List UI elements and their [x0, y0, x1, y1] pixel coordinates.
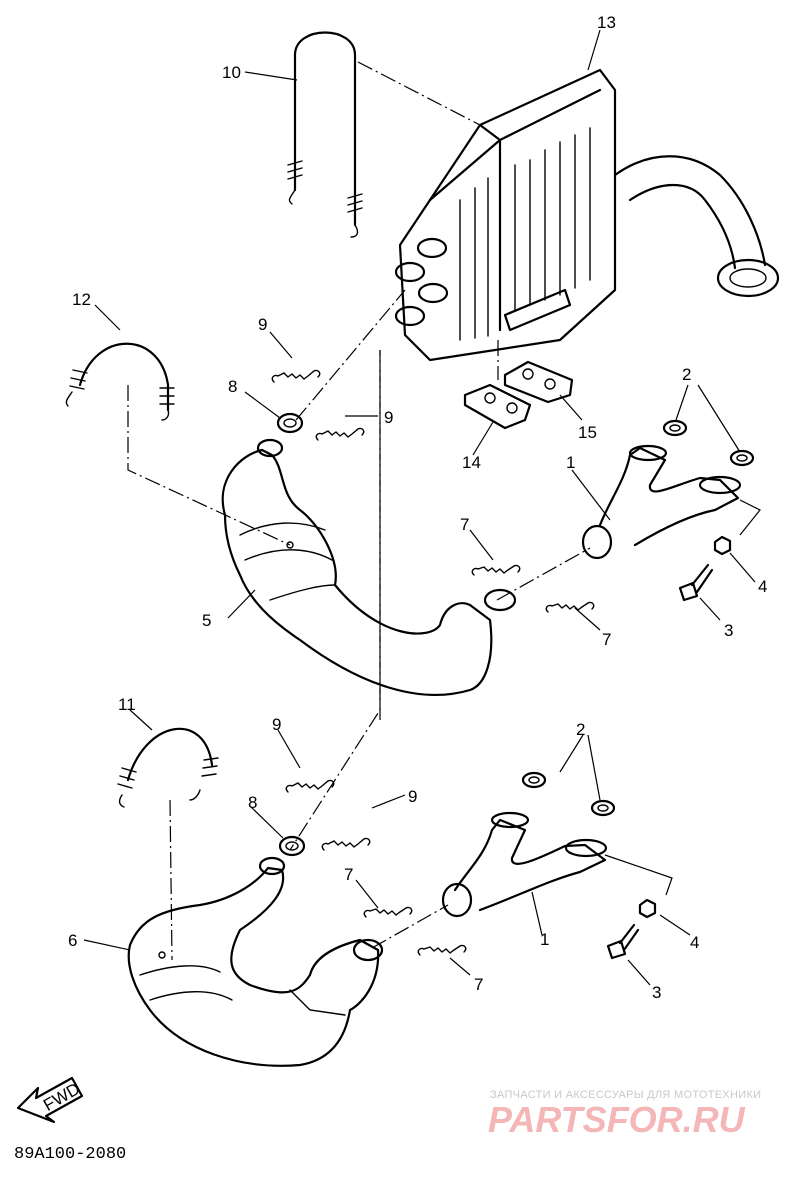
diagram-code: 89A100-2080 — [14, 1145, 126, 1164]
spring-part-7 — [363, 564, 595, 956]
exhaust-header-part-1-lower — [441, 811, 608, 918]
watermark-caption: ЗАПЧАСТИ И АКСЕССУАРЫ ДЛЯ МОТОТЕХНИКИ — [490, 1089, 761, 1101]
callout-9a: 9 — [258, 315, 267, 334]
callout-7d: 7 — [474, 975, 483, 994]
gasket-part-2-upper — [662, 419, 755, 467]
callout-7a: 7 — [460, 515, 469, 534]
callout-3b: 3 — [652, 983, 661, 1002]
assembly-lines — [127, 61, 591, 961]
callout-9c: 9 — [272, 715, 281, 734]
fwd-arrow: FWD — [16, 1076, 83, 1124]
watermark: ЗАПЧАСТИ И АКСЕССУАРЫ ДЛЯ МОТОТЕХНИКИ PA… — [488, 1089, 761, 1140]
callout-3a: 3 — [724, 621, 733, 640]
callout-13: 13 — [597, 13, 616, 32]
callout-15: 15 — [578, 423, 597, 442]
callout-10: 10 — [222, 63, 241, 82]
spring-part-12 — [65, 342, 175, 421]
nut-part-4-lower — [638, 898, 657, 919]
callout-7b: 7 — [602, 630, 611, 649]
bolt-part-3-upper — [678, 563, 714, 602]
exhaust-header-part-1-upper — [581, 444, 742, 560]
spring-part-10 — [287, 31, 363, 238]
callout-8a: 8 — [228, 377, 237, 396]
exhaust-pipe-part-6 — [127, 856, 384, 1067]
bracket-part-15 — [503, 360, 574, 404]
callout-2a: 2 — [682, 365, 691, 384]
callout-11: 11 — [118, 695, 136, 714]
bracket-part-14 — [463, 383, 532, 430]
callout-4a: 4 — [758, 577, 767, 596]
bolt-part-3-lower — [606, 923, 640, 960]
exhaust-pipe-part-5 — [221, 438, 517, 697]
seal-part-8 — [276, 412, 306, 857]
callout-1b: 1 — [540, 930, 549, 949]
callout-2b: 2 — [576, 720, 585, 739]
gasket-part-2-lower — [521, 771, 616, 817]
callout-labels: 10 13 12 9 8 9 14 15 2 1 4 7 5 7 3 11 9 … — [68, 13, 767, 1002]
callout-12: 12 — [72, 290, 91, 309]
callout-1a: 1 — [566, 453, 575, 472]
nut-part-4-upper — [713, 535, 732, 556]
callout-7c: 7 — [344, 865, 353, 884]
callout-6: 6 — [68, 931, 77, 950]
callout-5: 5 — [202, 611, 211, 630]
callout-9d: 9 — [408, 787, 417, 806]
callout-14: 14 — [462, 453, 481, 472]
muffler-part-13 — [394, 68, 780, 362]
callout-9b: 9 — [384, 408, 393, 427]
leader-lines — [83, 29, 761, 986]
callout-4b: 4 — [690, 933, 699, 952]
spring-part-9 — [271, 369, 371, 851]
spring-part-11 — [117, 727, 219, 808]
watermark-brand: PARTSFOR.RU — [488, 1099, 746, 1140]
callout-8b: 8 — [248, 793, 257, 812]
